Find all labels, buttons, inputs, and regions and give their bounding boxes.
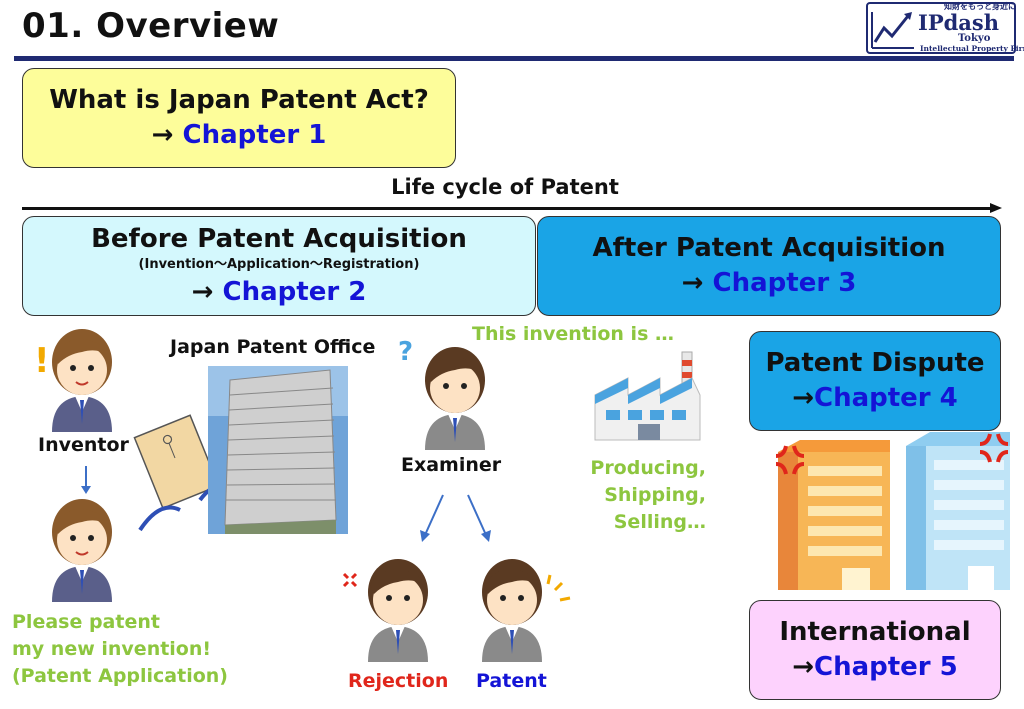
rejection-figure xyxy=(368,559,428,662)
exclamation-mark: ! xyxy=(34,341,50,381)
question-mark: ? xyxy=(398,337,413,367)
sparkle-icon xyxy=(548,575,570,600)
activity-line-1: Producing, xyxy=(588,455,706,482)
company-building-left-icon xyxy=(778,440,890,590)
rejection-label: Rejection xyxy=(348,670,448,692)
patent-figure xyxy=(482,559,542,662)
activity-text: Producing, Shipping, Selling… xyxy=(588,455,706,536)
inventor-label: Inventor xyxy=(38,434,129,456)
anger-mark-icon xyxy=(344,574,356,586)
office-label: Japan Patent Office xyxy=(170,336,375,358)
office-building-image xyxy=(208,366,348,534)
application-line-3: (Patent Application) xyxy=(12,663,228,690)
application-line-2: my new invention! xyxy=(12,636,228,663)
application-line-1: Please patent xyxy=(12,609,228,636)
examiner-figure xyxy=(425,347,485,450)
applicant-figure xyxy=(52,499,112,602)
patent-label: Patent xyxy=(476,670,547,692)
activity-line-3: Selling… xyxy=(588,509,706,536)
examiner-label: Examiner xyxy=(401,454,501,476)
invention-is-text: This invention is … xyxy=(472,323,674,345)
inventor-figure xyxy=(52,329,112,432)
application-text: Please patent my new invention! (Patent … xyxy=(12,609,228,690)
activity-line-2: Shipping, xyxy=(588,482,706,509)
factory-icon xyxy=(595,352,700,440)
company-building-right-icon xyxy=(906,432,1010,590)
